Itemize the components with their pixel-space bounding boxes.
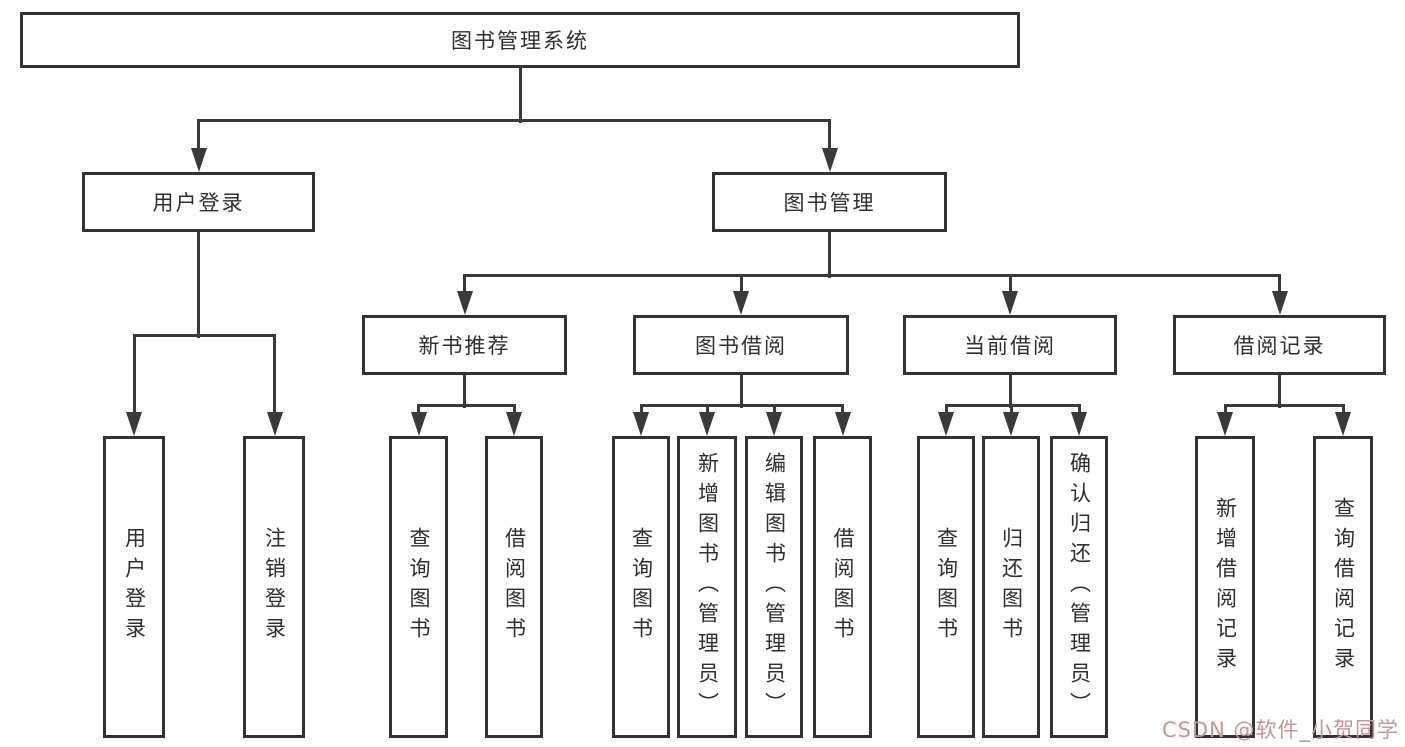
node-label: 编辑图书（管理员） bbox=[762, 452, 787, 722]
connector-arrow-stem bbox=[1008, 275, 1012, 295]
connector-arrow-stem bbox=[1009, 405, 1013, 416]
connector-branch-line bbox=[463, 273, 1281, 277]
node-label: 归还图书 bbox=[999, 527, 1024, 647]
arrow-down-icon bbox=[834, 412, 851, 436]
node-label: 注销登录 bbox=[262, 527, 287, 647]
connector-arrow-stem bbox=[512, 405, 516, 416]
connector-arrow-stem bbox=[639, 405, 643, 416]
leaf-borrow-books-recommend: 借阅图书 bbox=[485, 436, 543, 738]
node-label: 确认归还（管理员） bbox=[1067, 452, 1092, 722]
connector-arrow-stem bbox=[772, 405, 776, 416]
leaf-query-books-current: 查询图书 bbox=[917, 436, 975, 738]
node-label: 当前借阅 bbox=[964, 334, 1056, 358]
node-label: 借阅图书 bbox=[502, 527, 527, 647]
node-new-book-recommend: 新书推荐 bbox=[362, 315, 567, 375]
arrow-down-icon bbox=[410, 412, 427, 436]
leaf-confirm-return-admin: 确认归还（管理员） bbox=[1050, 436, 1108, 738]
connector-arrow-stem bbox=[1278, 275, 1281, 295]
arrow-down-icon bbox=[190, 148, 207, 172]
connector-branch-line bbox=[944, 403, 1081, 407]
connector-arrow-stem bbox=[273, 335, 276, 416]
node-book-management: 图书管理 bbox=[712, 172, 947, 232]
connector-stem bbox=[518, 68, 522, 123]
arrow-down-icon bbox=[1335, 412, 1351, 436]
node-label: 图书管理 bbox=[783, 191, 876, 215]
connector-arrow-stem bbox=[463, 275, 466, 295]
connector-arrow-stem bbox=[1077, 405, 1081, 416]
arrow-down-icon bbox=[1071, 412, 1087, 436]
node-current-borrowing: 当前借阅 bbox=[903, 315, 1117, 375]
connector-arrow-stem bbox=[739, 275, 743, 295]
connector-stem bbox=[739, 375, 743, 408]
arrow-down-icon bbox=[633, 412, 649, 436]
connector-arrow-stem bbox=[705, 405, 709, 416]
node-book-borrowing: 图书借阅 bbox=[633, 315, 849, 375]
node-label: 用户登录 bbox=[122, 527, 147, 647]
node-label: 新书推荐 bbox=[418, 334, 511, 358]
connector-branch-line bbox=[132, 333, 276, 337]
node-label: 查询图书 bbox=[934, 527, 959, 647]
connector-arrow-stem bbox=[132, 335, 136, 416]
connector-stem bbox=[1008, 375, 1012, 408]
node-label: 借阅记录 bbox=[1233, 334, 1326, 358]
leaf-edit-book-admin: 编辑图书（管理员） bbox=[745, 436, 803, 738]
arrow-down-icon bbox=[1217, 412, 1233, 436]
connector-arrow-stem bbox=[197, 120, 200, 152]
connector-branch-line bbox=[1223, 403, 1345, 407]
connector-arrow-stem bbox=[1223, 405, 1227, 416]
leaf-add-book-admin: 新增图书（管理员） bbox=[677, 436, 737, 738]
arrow-down-icon bbox=[821, 148, 838, 172]
node-label: 查询图书 bbox=[407, 527, 431, 647]
arrow-down-icon bbox=[456, 291, 473, 315]
connector-stem bbox=[828, 232, 831, 278]
connector-arrow-stem bbox=[417, 405, 420, 416]
arrow-down-icon bbox=[1002, 291, 1018, 315]
arrow-down-icon bbox=[266, 412, 283, 436]
node-label: 查询借阅记录 bbox=[1331, 497, 1356, 677]
leaf-user-login: 用户登录 bbox=[103, 436, 165, 738]
arrow-down-icon bbox=[1271, 291, 1288, 315]
connector-stem bbox=[197, 232, 200, 338]
node-label: 图书管理系统 bbox=[451, 29, 589, 53]
leaf-query-books-recommend: 查询图书 bbox=[389, 436, 448, 738]
connector-stem bbox=[1278, 375, 1281, 408]
connector-branch-line bbox=[197, 118, 831, 122]
leaf-logout-login: 注销登录 bbox=[243, 436, 305, 738]
connector-arrow-stem bbox=[828, 120, 831, 152]
connector-arrow-stem bbox=[841, 405, 844, 416]
node-label: 查询图书 bbox=[629, 527, 654, 647]
arrow-down-icon bbox=[733, 291, 749, 315]
leaf-add-borrow-record: 新增借阅记录 bbox=[1195, 436, 1255, 738]
arrow-down-icon bbox=[506, 412, 522, 436]
connector-arrow-stem bbox=[944, 405, 948, 416]
connector-branch-line bbox=[639, 403, 844, 407]
connector-branch-line bbox=[417, 403, 516, 407]
node-label: 新增借阅记录 bbox=[1213, 497, 1238, 677]
leaf-query-books-borrowing: 查询图书 bbox=[612, 436, 670, 738]
node-borrowing-records: 借阅记录 bbox=[1173, 315, 1386, 375]
arrow-down-icon bbox=[766, 412, 782, 436]
arrow-down-icon bbox=[699, 412, 715, 436]
leaf-query-borrow-record: 查询借阅记录 bbox=[1313, 436, 1373, 738]
node-label: 图书借阅 bbox=[695, 334, 787, 358]
node-library-management-system: 图书管理系统 bbox=[20, 12, 1020, 68]
connector-arrow-stem bbox=[1341, 405, 1345, 416]
arrow-down-icon bbox=[938, 412, 954, 436]
node-label: 用户登录 bbox=[152, 191, 245, 215]
node-label: 新增图书（管理员） bbox=[695, 452, 720, 722]
arrow-down-icon bbox=[1003, 412, 1019, 436]
node-user-login: 用户登录 bbox=[82, 172, 315, 232]
leaf-return-books: 归还图书 bbox=[982, 436, 1040, 738]
watermark: CSDN @软件_小贺同学 bbox=[1161, 718, 1399, 742]
connector-stem bbox=[463, 375, 466, 408]
leaf-borrow-books-borrowing: 借阅图书 bbox=[813, 436, 872, 738]
node-label: 借阅图书 bbox=[831, 527, 855, 647]
arrow-down-icon bbox=[126, 412, 142, 436]
